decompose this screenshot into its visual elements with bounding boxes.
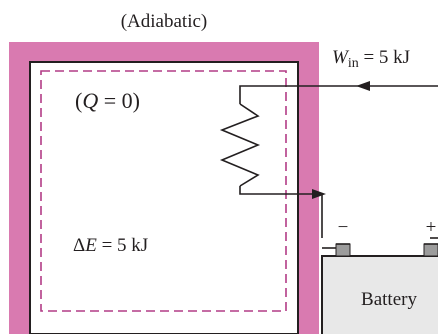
wiring — [219, 85, 438, 239]
negative-terminal — [335, 243, 351, 257]
work-arrow-head — [356, 81, 370, 91]
insulated-container — [9, 42, 319, 334]
positive-terminal-label: + — [426, 217, 437, 238]
bottom-wire — [239, 186, 323, 238]
battery: Battery − + — [321, 217, 438, 334]
battery-label: Battery — [361, 289, 417, 310]
resistor — [219, 103, 261, 187]
battery-body — [321, 255, 438, 334]
top-wire — [239, 85, 438, 104]
work-input-label: Win = 5 kJ — [332, 47, 410, 71]
positive-terminal — [423, 243, 438, 257]
energy-change-label: ΔE = 5 kJ — [73, 235, 148, 256]
adiabatic-label: (Adiabatic) — [121, 11, 208, 32]
system-boundary-dashed — [40, 70, 287, 312]
negative-terminal-label: − — [338, 217, 349, 238]
container-interior — [29, 61, 299, 334]
heat-transfer-label: (Q = 0) — [75, 88, 140, 113]
current-arrow-head — [312, 189, 326, 199]
